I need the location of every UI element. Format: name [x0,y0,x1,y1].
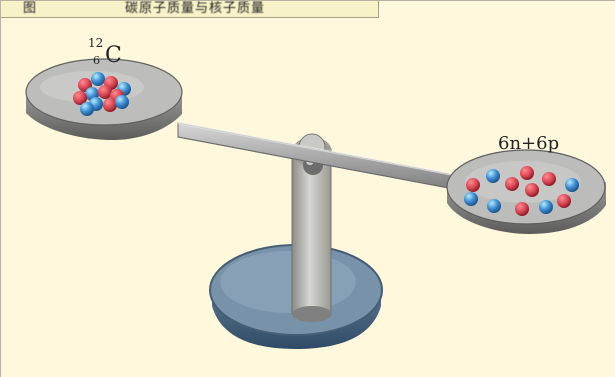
separate-proton [557,194,571,208]
separate-proton [520,166,534,180]
separate-proton [466,178,480,192]
separate-neutron [565,178,579,192]
separate-proton [515,202,529,216]
atomic-number: 6 [93,54,100,67]
nucleon-label: 6n+6p [498,133,559,154]
separate-proton [542,172,556,186]
caption-text: 碳原子质量与核子质量 [125,1,265,16]
carbon-symbol: C [105,43,122,68]
separate-neutron [539,200,553,214]
caption-prefix: 图 [23,1,37,16]
nucleus-neutron [91,72,105,86]
nucleus-proton [98,85,112,99]
separate-neutron [487,199,501,213]
separate-neutron [464,192,478,206]
nucleus-proton [103,98,117,112]
nucleus-neutron [115,95,129,109]
nucleus-neutron [80,102,94,116]
separate-proton [505,177,519,191]
figure-caption: 图 碳原子质量与核子质量 [1,1,379,18]
mass-number: 12 [88,36,103,50]
separate-proton [525,183,539,197]
left-pan [26,59,182,140]
separate-neutron [486,169,500,183]
